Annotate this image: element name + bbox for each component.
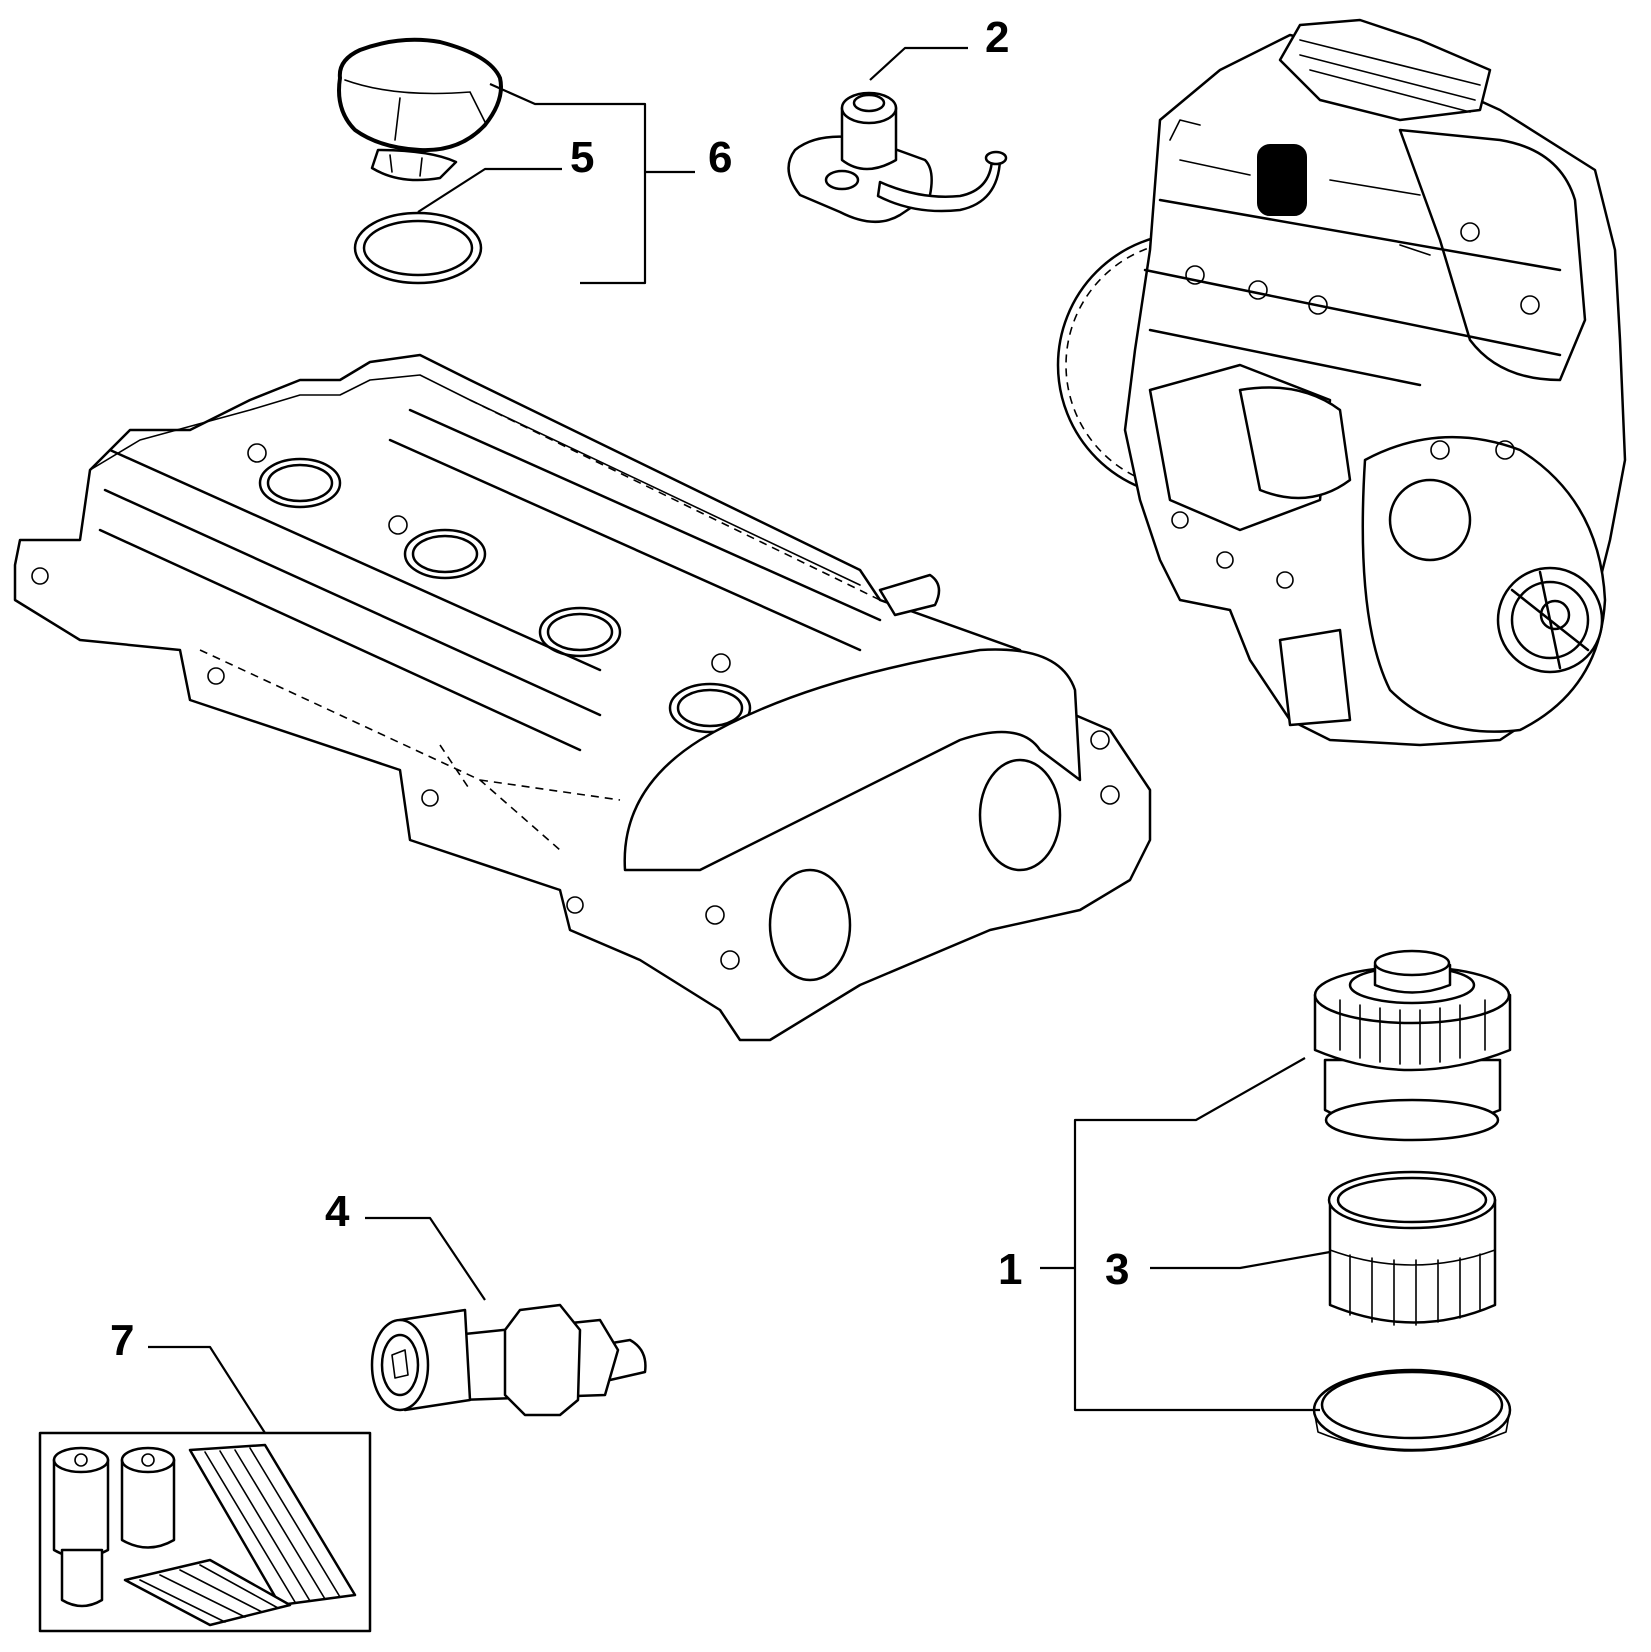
seal-ring [353, 211, 483, 285]
oil-filter-element [1327, 1170, 1497, 1326]
oil-filler-cap [337, 37, 503, 182]
callout-labels: 1 2 3 4 5 6 7 [110, 13, 1129, 1365]
callout-5: 5 [570, 133, 594, 182]
leader-lines [148, 46, 1331, 1434]
engine-assembly [1056, 18, 1627, 747]
valve-cover [13, 353, 1152, 1042]
filter-seal-ring [1312, 1368, 1512, 1452]
callout-3: 3 [1105, 1245, 1129, 1294]
temperature-sensor [370, 1303, 647, 1417]
callout-6: 6 [708, 133, 732, 182]
breather-valve [787, 91, 1008, 224]
callout-4: 4 [325, 1187, 350, 1236]
callout-7: 7 [110, 1316, 134, 1365]
service-kit [38, 1431, 372, 1633]
callout-1: 1 [998, 1245, 1022, 1294]
callout-2: 2 [985, 13, 1009, 62]
oil-filter-housing [1313, 949, 1512, 1142]
